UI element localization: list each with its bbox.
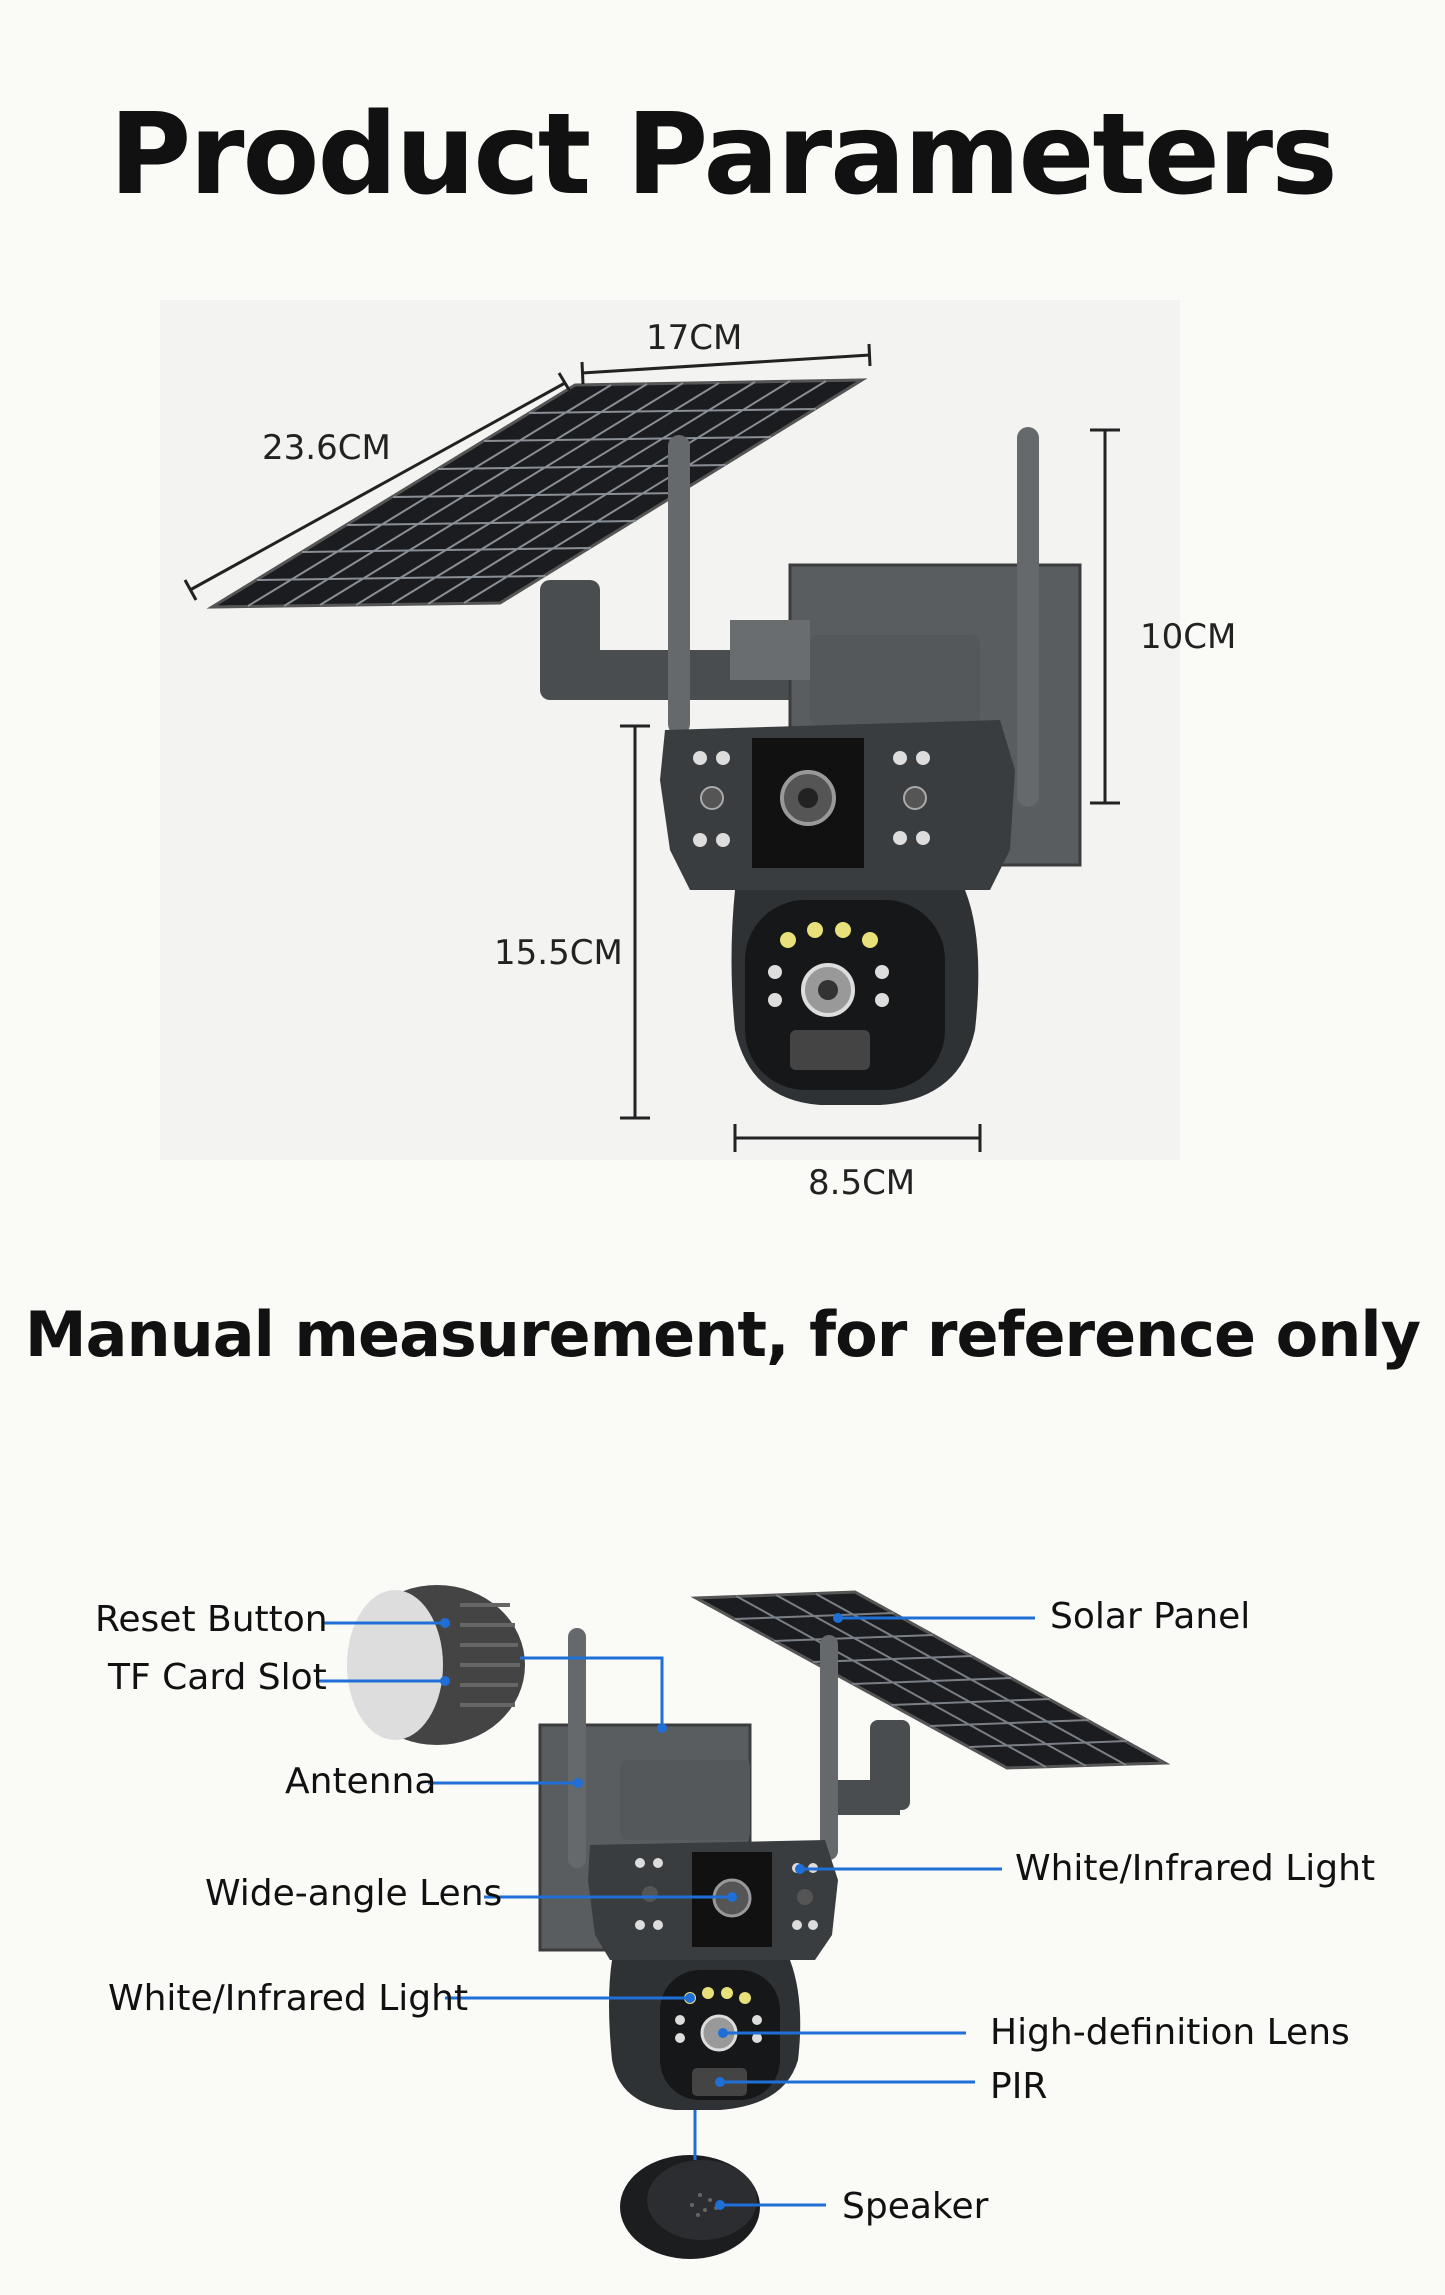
dimension-lines (183, 343, 1120, 1152)
speaker-closeup-image (620, 2155, 760, 2259)
solar-panel-image (206, 378, 868, 609)
dimension-label-bracket-height: 10CM (1140, 617, 1237, 657)
callout-lines (318, 1616, 1035, 2207)
dimension-label-panel-length: 23.6CM (262, 428, 391, 468)
dimension-label-width-top: 17CM (646, 318, 743, 358)
callout-reset-button: Reset Button (95, 1599, 328, 1640)
callout-white-infrared-light-right: White/Infrared Light (1015, 1848, 1376, 1889)
callout-high-definition-lens: High-definition Lens (990, 2012, 1350, 2053)
disclaimer-heading: Manual measurement, for reference only (24, 1298, 1421, 1371)
callout-white-infrared-light-left: White/Infrared Light (108, 1978, 469, 2019)
solar-panel-image-small (690, 1590, 1171, 1770)
callout-antenna: Antenna (285, 1761, 437, 1802)
callout-solar-panel: Solar Panel (1050, 1596, 1251, 1637)
callout-tf-card-slot: TF Card Slot (108, 1657, 327, 1698)
reset-tf-closeup-image (347, 1585, 525, 1745)
callout-pir: PIR (990, 2066, 1048, 2107)
callout-wide-angle-lens: Wide-angle Lens (205, 1873, 503, 1914)
dimension-label-camera-width: 8.5CM (808, 1163, 916, 1203)
dimension-label-camera-height: 15.5CM (494, 933, 623, 973)
page-title: Product Parameters (109, 90, 1338, 220)
callout-speaker: Speaker (842, 2186, 989, 2227)
